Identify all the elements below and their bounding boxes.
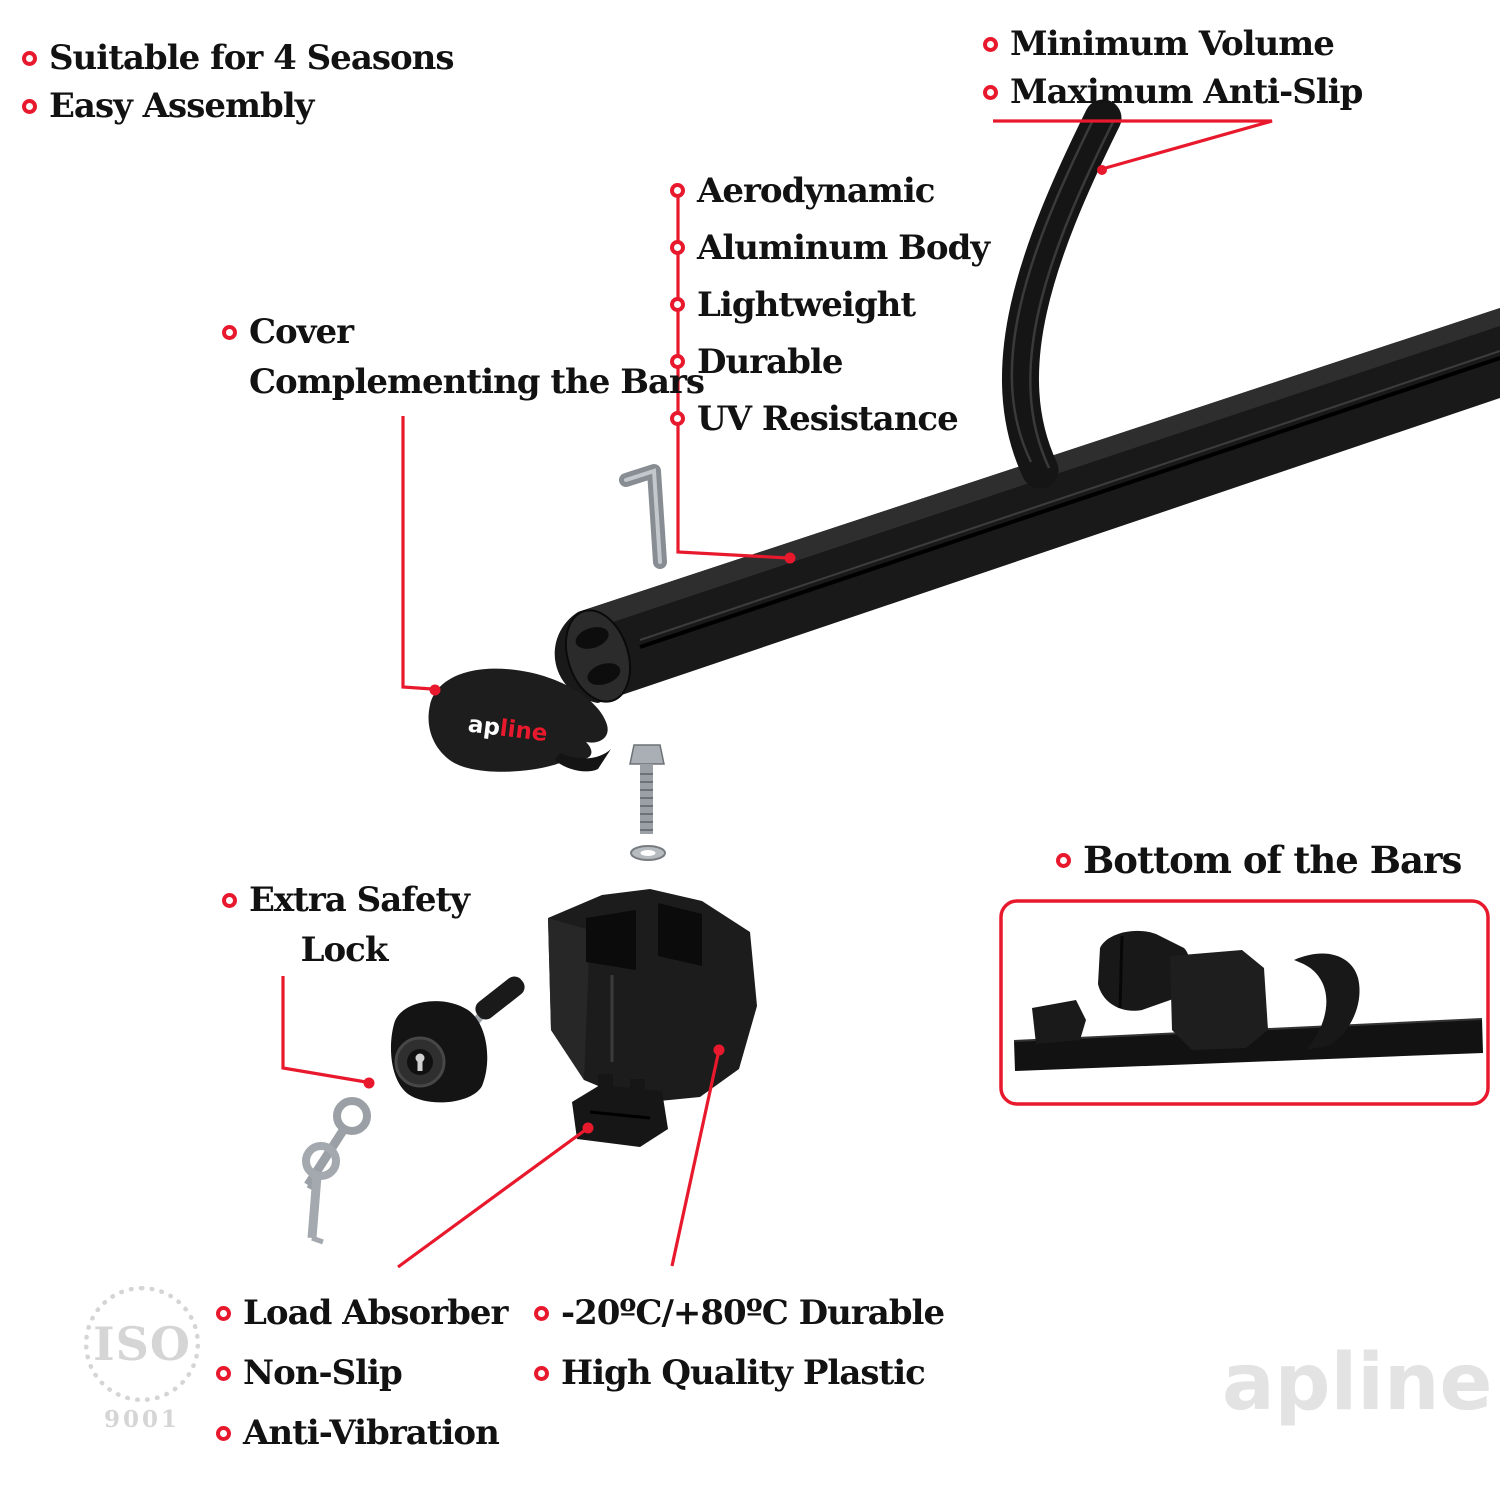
keys-graphic	[302, 1097, 371, 1245]
rubber-strip-graphic	[1001, 99, 1122, 489]
callout-dot-cover	[429, 684, 441, 696]
callout-line-durable	[670, 1049, 721, 1267]
callout-dot-lock	[363, 1077, 375, 1089]
allen-key-graphic	[619, 464, 667, 569]
cover-logo-part2: line	[498, 715, 549, 747]
callout-line-antislip	[993, 119, 1273, 171]
end-cap-cover-graphic: apline	[428, 668, 611, 772]
callout-line-lock	[281, 976, 367, 1084]
bottom-bar-detail-graphic	[1013, 930, 1483, 1071]
load-absorber-graphic	[572, 1074, 668, 1147]
mount-foot-graphic	[548, 889, 757, 1103]
washer-graphic	[630, 845, 666, 861]
callout-dot-load-absorber	[582, 1122, 594, 1134]
cover-logo: apline	[467, 712, 549, 748]
callout-line-bar-features	[676, 184, 789, 560]
callout-dot-durable	[713, 1044, 725, 1056]
callout-dot-antislip	[1097, 165, 1107, 175]
callout-dot-bar-features	[784, 552, 796, 564]
cover-logo-part1: ap	[467, 712, 502, 742]
bottom-bar-detail-box	[999, 899, 1490, 1106]
callout-line-load-absorber	[397, 1126, 589, 1269]
safety-lock-graphic	[390, 976, 525, 1103]
callout-line-cover	[401, 416, 433, 691]
bolt-graphic	[629, 744, 665, 834]
crossbar-end-face	[564, 609, 632, 703]
